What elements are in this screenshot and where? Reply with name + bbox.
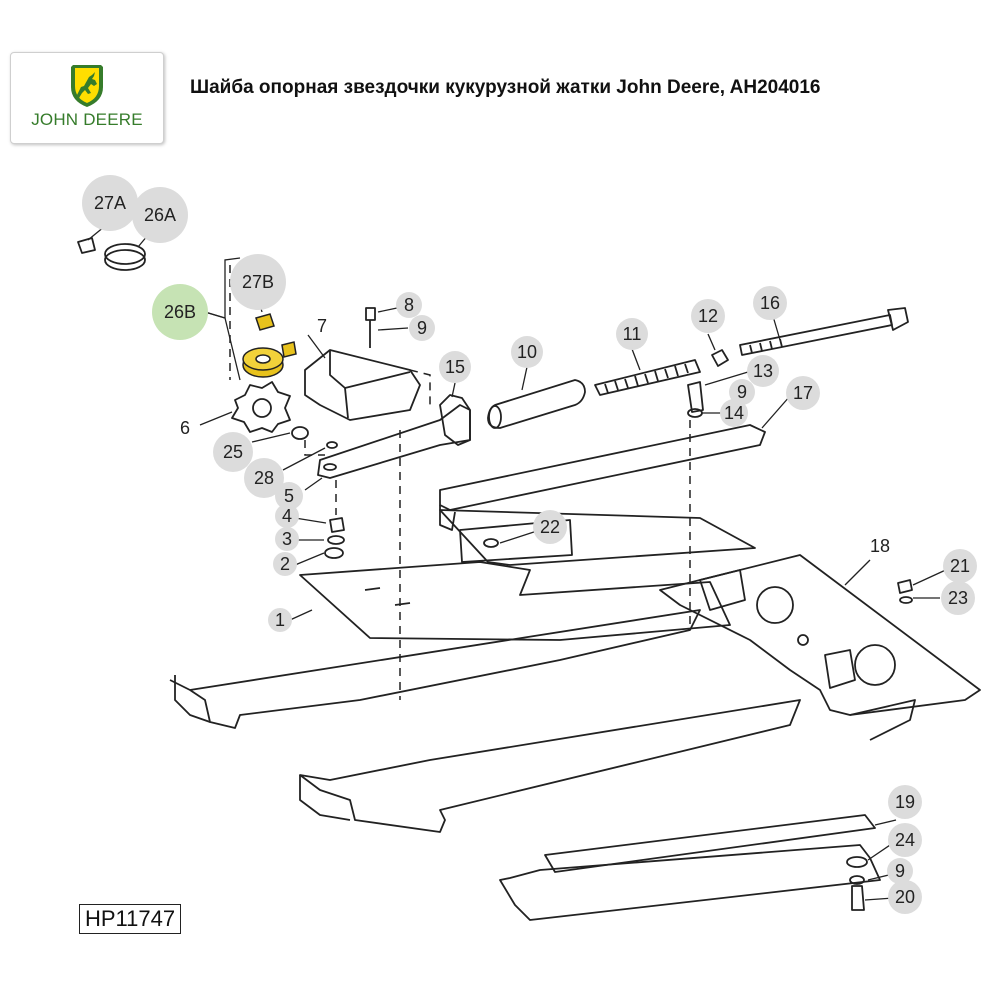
callout-label: 25 bbox=[223, 442, 243, 462]
callout-label: 10 bbox=[517, 342, 537, 362]
callout-label: 15 bbox=[445, 357, 465, 377]
callout-label: 20 bbox=[895, 887, 915, 907]
callout-19: 19 bbox=[888, 785, 922, 819]
callout-15: 15 bbox=[439, 351, 471, 383]
callout-label: 5 bbox=[284, 486, 294, 506]
callout-label: 3 bbox=[282, 529, 292, 549]
callout-26b: 26B bbox=[152, 284, 208, 340]
callout-9: 9 bbox=[409, 315, 435, 341]
callout-4: 4 bbox=[275, 504, 299, 528]
frame-middle bbox=[299, 699, 801, 833]
callout-7: 7 bbox=[317, 316, 327, 336]
callout-5: 5 bbox=[275, 482, 303, 510]
callout-27a: 27A bbox=[82, 175, 138, 231]
callout-label: 26A bbox=[144, 205, 176, 225]
callout-1: 1 bbox=[268, 608, 292, 632]
callout-3: 3 bbox=[275, 527, 299, 551]
callout-26a: 26A bbox=[132, 187, 188, 243]
callout-label: 24 bbox=[895, 830, 915, 850]
callout-label: 9 bbox=[417, 318, 427, 338]
callout-label: 14 bbox=[724, 403, 744, 423]
plate-1 bbox=[299, 561, 731, 641]
callout-label: 11 bbox=[623, 324, 642, 344]
callout-label: 6 bbox=[180, 418, 190, 438]
callout-2: 2 bbox=[273, 552, 297, 576]
frame-top bbox=[169, 609, 701, 729]
callout-28: 28 bbox=[244, 458, 284, 498]
callout-25: 25 bbox=[213, 432, 253, 472]
callout-label: 9 bbox=[737, 382, 747, 402]
callout-label: 27A bbox=[94, 193, 126, 213]
callout-9b: 9 bbox=[729, 379, 755, 405]
frame-bottom bbox=[499, 844, 881, 921]
sleeve-10 bbox=[487, 379, 586, 429]
highlighted-part-group bbox=[242, 313, 297, 378]
callout-20: 20 bbox=[888, 880, 922, 914]
logo-text: JOHN DEERE bbox=[31, 110, 143, 129]
callout-6: 6 bbox=[180, 418, 190, 438]
channel-17 bbox=[439, 424, 766, 511]
spring-11 bbox=[594, 359, 701, 396]
callout-label: 2 bbox=[280, 554, 290, 574]
sprocket-6 bbox=[231, 381, 291, 433]
callout-10: 10 bbox=[511, 336, 543, 368]
callout-label: 7 bbox=[317, 316, 327, 336]
callout-label: 19 bbox=[895, 792, 915, 812]
callout-23: 23 bbox=[941, 581, 975, 615]
john-deere-logo: JOHN DEERE bbox=[10, 52, 164, 144]
callout-9c: 9 bbox=[887, 858, 913, 884]
callout-27b: 27B bbox=[230, 254, 286, 310]
bracket-7 bbox=[304, 349, 421, 421]
callout-label: 13 bbox=[753, 361, 773, 381]
callout-24: 24 bbox=[888, 823, 922, 857]
callout-label: 16 bbox=[760, 293, 780, 313]
callout-label: 18 bbox=[870, 536, 890, 556]
callout-label: 12 bbox=[698, 306, 718, 326]
callout-label: 4 bbox=[282, 506, 292, 526]
bar-19 bbox=[544, 814, 876, 873]
callout-18: 18 bbox=[870, 536, 890, 556]
bolt-16 bbox=[739, 314, 893, 356]
callout-label: 17 bbox=[793, 383, 813, 403]
callout-12: 12 bbox=[691, 299, 725, 333]
callout-label: 26B bbox=[164, 302, 196, 322]
callout-label: 22 bbox=[540, 517, 560, 537]
callout-16: 16 bbox=[753, 286, 787, 320]
deer-logo-icon bbox=[71, 65, 103, 107]
callout-8: 8 bbox=[396, 292, 422, 318]
callout-13: 13 bbox=[747, 355, 779, 387]
callout-17: 17 bbox=[786, 376, 820, 410]
callout-label: 21 bbox=[950, 556, 970, 576]
callout-21: 21 bbox=[943, 549, 977, 583]
bolt-27b bbox=[255, 313, 275, 331]
callout-label: 23 bbox=[948, 588, 968, 608]
diagram-code: HP11747 bbox=[79, 904, 182, 934]
callout-label: 28 bbox=[254, 468, 274, 488]
callout-label: 9 bbox=[895, 861, 905, 881]
callout-22: 22 bbox=[533, 510, 567, 544]
callout-label: 8 bbox=[404, 295, 414, 315]
callout-label: 27B bbox=[242, 272, 274, 292]
callout-label: 1 bbox=[275, 610, 285, 630]
callout-11: 11 bbox=[616, 318, 648, 350]
callout-14: 14 bbox=[720, 399, 748, 427]
page-title: Шайба опорная звездочки кукурузной жатки… bbox=[190, 77, 821, 98]
plate-18 bbox=[659, 554, 981, 716]
